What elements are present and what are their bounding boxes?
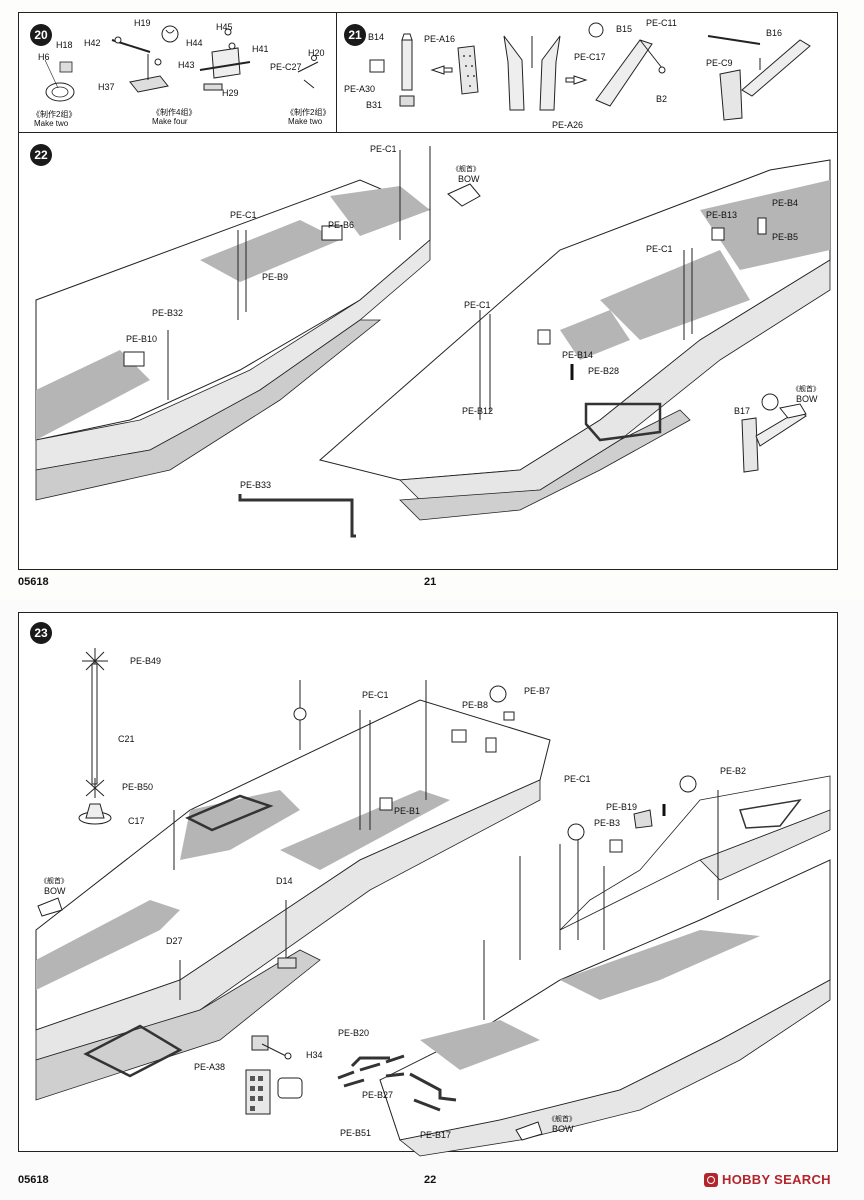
label-pe-b50: PE-B50 bbox=[122, 782, 154, 792]
label-pe-c9: PE-C9 bbox=[706, 58, 733, 68]
label-h41: H41 bbox=[252, 44, 269, 54]
step-21-drawing bbox=[369, 22, 811, 121]
label-pe-b9: PE-B9 bbox=[262, 272, 289, 282]
label-pe-b2: PE-B2 bbox=[720, 766, 747, 776]
step-20-panel bbox=[18, 12, 337, 134]
bow-cn-3: 《舰首》 bbox=[40, 878, 68, 885]
label-h18: H18 bbox=[56, 40, 73, 50]
label-b15: B15 bbox=[616, 24, 633, 34]
note-en-3: Make two bbox=[288, 117, 323, 126]
step-20-drawing bbox=[44, 25, 319, 102]
label-d27: D27 bbox=[166, 936, 183, 946]
label-pe-c11: PE-C11 bbox=[646, 18, 677, 28]
label-pe-b4: PE-B4 bbox=[772, 198, 799, 208]
note-cn-1: 《制作2组》 bbox=[32, 110, 77, 119]
step-badge-20: 20 bbox=[30, 24, 52, 46]
label-b17: B17 bbox=[734, 406, 751, 416]
product-code-p22: 05618 bbox=[18, 1174, 49, 1186]
label-pe-b1: PE-B1 bbox=[394, 806, 421, 816]
label-pe-c1-f: PE-C1 bbox=[564, 774, 591, 784]
label-d14: D14 bbox=[276, 876, 293, 886]
label-pe-b6: PE-B6 bbox=[328, 220, 355, 230]
step-badge-22: 22 bbox=[30, 144, 52, 166]
label-pe-b33: PE-B33 bbox=[240, 480, 272, 490]
bow-en-2: BOW bbox=[796, 394, 818, 404]
bow-en-4: BOW bbox=[552, 1124, 574, 1134]
label-pe-a38: PE-A38 bbox=[194, 1062, 226, 1072]
label-pe-b14: PE-B14 bbox=[562, 350, 594, 360]
label-pe-c1-c: PE-C1 bbox=[464, 300, 491, 310]
bow-en-3: BOW bbox=[44, 886, 66, 896]
page-number-22: 22 bbox=[424, 1174, 437, 1186]
label-h34: H34 bbox=[306, 1050, 323, 1060]
step-23-drawing bbox=[35, 648, 831, 1157]
label-pe-b12: PE-B12 bbox=[462, 406, 494, 416]
label-pe-b10: PE-B10 bbox=[126, 334, 158, 344]
label-b14: B14 bbox=[368, 32, 385, 42]
label-b2: B2 bbox=[656, 94, 668, 104]
label-pe-c27: PE-C27 bbox=[270, 62, 302, 72]
label-pe-b20: PE-B20 bbox=[338, 1028, 370, 1038]
label-pe-b7: PE-B7 bbox=[524, 686, 551, 696]
label-h43: H43 bbox=[178, 60, 195, 70]
label-pe-c1-e: PE-C1 bbox=[362, 690, 389, 700]
label-pe-b19: PE-B19 bbox=[606, 802, 638, 812]
label-pe-a16: PE-A16 bbox=[424, 34, 456, 44]
label-pe-c1-b: PE-C1 bbox=[230, 210, 257, 220]
bow-cn-2: 《舰首》 bbox=[792, 386, 820, 393]
step-badge-21: 21 bbox=[344, 24, 366, 46]
step-badge-23: 23 bbox=[30, 622, 52, 644]
product-code-p21: 05618 bbox=[18, 576, 49, 588]
label-h44: H44 bbox=[186, 38, 203, 48]
bow-cn-1: 《舰首》 bbox=[452, 166, 480, 173]
label-b16: B16 bbox=[766, 28, 783, 38]
bow-en-1: BOW bbox=[458, 174, 480, 184]
label-pe-b32: PE-B32 bbox=[152, 308, 184, 318]
label-h6: H6 bbox=[38, 52, 50, 62]
watermark-text: HOBBY SEARCH bbox=[722, 1172, 831, 1187]
hobby-search-watermark: HOBBY SEARCH bbox=[704, 1172, 831, 1187]
label-c21: C21 bbox=[118, 734, 135, 744]
label-pe-b13: PE-B13 bbox=[706, 210, 738, 220]
label-h45: H45 bbox=[216, 22, 233, 32]
label-pe-c1-a: PE-C1 bbox=[370, 144, 397, 154]
page-number-21: 21 bbox=[424, 576, 437, 588]
instruction-page-22: 23 bbox=[0, 600, 864, 1200]
note-en-1: Make two bbox=[34, 119, 69, 128]
steps-20-21-frame bbox=[18, 12, 838, 134]
label-pe-b17: PE-B17 bbox=[420, 1130, 452, 1140]
label-pe-b5: PE-B5 bbox=[772, 232, 799, 242]
label-c17: C17 bbox=[128, 816, 145, 826]
hobby-search-logo-icon bbox=[704, 1172, 718, 1187]
label-b31: B31 bbox=[366, 100, 383, 110]
label-pe-b28: PE-B28 bbox=[588, 366, 620, 376]
step-22-drawing bbox=[35, 146, 831, 538]
label-pe-b27: PE-B27 bbox=[362, 1090, 394, 1100]
label-pe-b49: PE-B49 bbox=[130, 656, 162, 666]
label-pe-b51: PE-B51 bbox=[340, 1128, 372, 1138]
label-h19: H19 bbox=[134, 18, 151, 28]
label-h37: H37 bbox=[98, 82, 115, 92]
label-h29: H29 bbox=[222, 88, 239, 98]
note-cn-3: 《制作2组》 bbox=[286, 108, 331, 117]
note-en-2: Make four bbox=[152, 117, 188, 126]
label-h20: H20 bbox=[308, 48, 325, 58]
label-pe-c1-d: PE-C1 bbox=[646, 244, 673, 254]
note-cn-2: 《制作4组》 bbox=[152, 108, 197, 117]
label-pe-c17: PE-C17 bbox=[574, 52, 606, 62]
label-pe-b3: PE-B3 bbox=[594, 818, 621, 828]
label-pe-b8: PE-B8 bbox=[462, 700, 489, 710]
label-pe-a26: PE-A26 bbox=[552, 120, 584, 130]
instruction-page-21: 20 H18 H6 H42 H19 H44 H45 H41 H43 H37 H2… bbox=[18, 12, 838, 588]
label-h42: H42 bbox=[84, 38, 101, 48]
bow-cn-4: 《舰首》 bbox=[548, 1116, 576, 1123]
label-pe-a30: PE-A30 bbox=[344, 84, 376, 94]
